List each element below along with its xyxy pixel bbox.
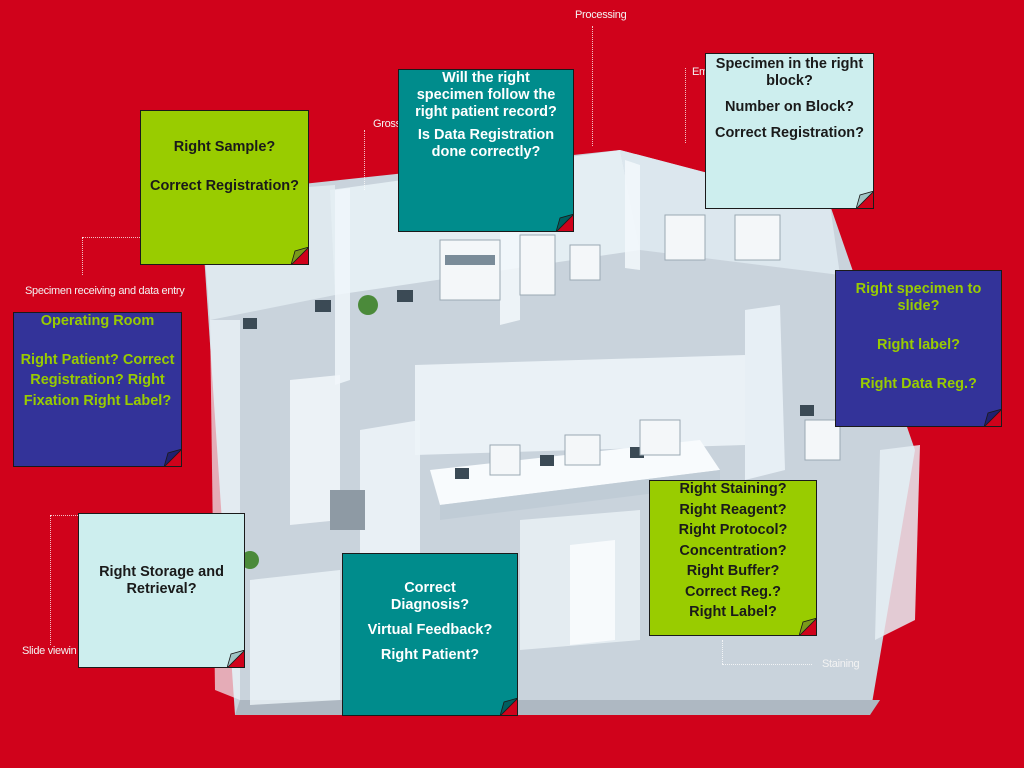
partition-slide-room [290, 375, 340, 525]
note-patient-record-line-1: Will the right specimen follow the right… [415, 70, 557, 121]
area-label-processing: Processing [575, 9, 627, 21]
monitor-right-a [800, 405, 814, 416]
note-right-sample-line-1: Right Sample? [173, 139, 276, 155]
note-block-line-3: Correct Registration? [714, 125, 865, 142]
staining-instrument-d [804, 419, 841, 461]
note-staining-line-6: Correct Reg.? [685, 583, 781, 600]
partition-right [745, 305, 785, 480]
note-staining-line-3: Right Protocol? [678, 522, 788, 539]
area-label-staining: Staining [822, 658, 860, 670]
area-label-embedding: Em [692, 66, 708, 78]
page-curl-icon [227, 650, 244, 667]
grossing-instrument [519, 234, 556, 296]
central-bench [430, 440, 720, 505]
note-block-line-2: Number on Block? [725, 99, 854, 116]
note-patient-record-line-2: Is Data Registration done correctly? [417, 127, 555, 161]
note-staining: Right Staining? Right Reagent? Right Pro… [649, 480, 817, 636]
note-staining-line-1: Right Staining? [679, 481, 787, 497]
embedding-instrument-b [664, 214, 706, 261]
note-slide-line-3: Right Data Reg.? [860, 376, 977, 393]
note-storage: Right Storage and Retrieval? [78, 513, 245, 668]
slide-viewing-station [330, 490, 365, 530]
receiving-leader-v [82, 237, 83, 275]
grossing-leader [364, 130, 365, 190]
partition-embedding [625, 160, 640, 270]
partition-center-left [360, 420, 420, 570]
note-staining-line-4: Concentration? [679, 542, 787, 559]
note-staining-line-2: Right Reagent? [679, 501, 787, 518]
note-diagnosis-line-3: Right Patient? [380, 647, 480, 664]
area-label-slide-viewing: Slide viewin [22, 645, 77, 657]
staining-instrument-c [639, 419, 681, 456]
page-curl-icon [164, 449, 181, 466]
note-slide-line-2: Right label? [877, 337, 960, 354]
note-operating-room-line-2: Right Patient? Correct Registration? Rig… [20, 352, 175, 409]
note-diagnosis: Correct Diagnosis? Virtual Feedback? Rig… [342, 553, 518, 716]
monitor-receiving-a [315, 300, 331, 312]
note-right-sample-line-2: Correct Registration? [149, 178, 300, 195]
partition-left-room [335, 188, 350, 385]
note-operating-room-line-1: Operating Room [40, 313, 155, 329]
embedding-leader [685, 68, 686, 143]
lab-right-wall [875, 445, 920, 640]
slide-viewing-leader-h [50, 515, 78, 516]
lab-floor-shadow [235, 700, 880, 715]
page-curl-icon [291, 247, 308, 264]
monitor-center-a [455, 468, 469, 479]
note-slide-line-1: Right specimen to slide? [855, 281, 982, 315]
staining-instrument-a [489, 444, 521, 476]
processing-instrument-panel [445, 255, 495, 265]
note-patient-record: Will the right specimen follow the right… [398, 69, 574, 232]
monitor-center-b [540, 455, 554, 466]
staining-instrument-b [564, 434, 601, 466]
processing-instrument [439, 239, 501, 301]
page-curl-icon [856, 191, 873, 208]
monitor-center-c [630, 447, 644, 458]
embedding-instrument-a [569, 244, 601, 281]
note-diagnosis-line-2: Virtual Feedback? [367, 622, 493, 639]
note-diagnosis-line-1: Correct Diagnosis? [390, 580, 470, 614]
processing-leader [592, 26, 593, 146]
embedding-instrument-c [734, 214, 781, 261]
note-right-sample: Right Sample? Correct Registration? [140, 110, 309, 265]
page-curl-icon [500, 698, 517, 715]
note-staining-line-7: Right Label? [689, 604, 777, 621]
area-label-specimen-receiving: Specimen receiving and data entry [25, 285, 185, 297]
monitor-receiving-b [397, 290, 413, 302]
area-label-grossing: Gross [373, 118, 401, 130]
page-curl-icon [984, 409, 1001, 426]
note-operating-room: Operating Room Right Patient? Correct Re… [13, 312, 182, 467]
note-block: Specimen in the right block? Number on B… [705, 53, 874, 209]
monitor-left [243, 318, 257, 329]
note-staining-line-5: Right Buffer? [686, 563, 780, 580]
receiving-leader [82, 237, 142, 238]
storage-cabinet [570, 540, 615, 645]
page-curl-icon [556, 214, 573, 231]
note-slide: Right specimen to slide? Right label? Ri… [835, 270, 1002, 427]
plant-decoration [358, 295, 378, 315]
staining-leader-h [722, 664, 812, 665]
plant-decoration-2 [241, 551, 259, 569]
note-storage-line-1: Right Storage and Retrieval? [99, 564, 224, 598]
partition-bottom-left [250, 570, 340, 705]
note-block-line-1: Specimen in the right block? [715, 56, 864, 90]
slide-viewing-leader [50, 515, 51, 645]
staining-leader [722, 640, 723, 664]
